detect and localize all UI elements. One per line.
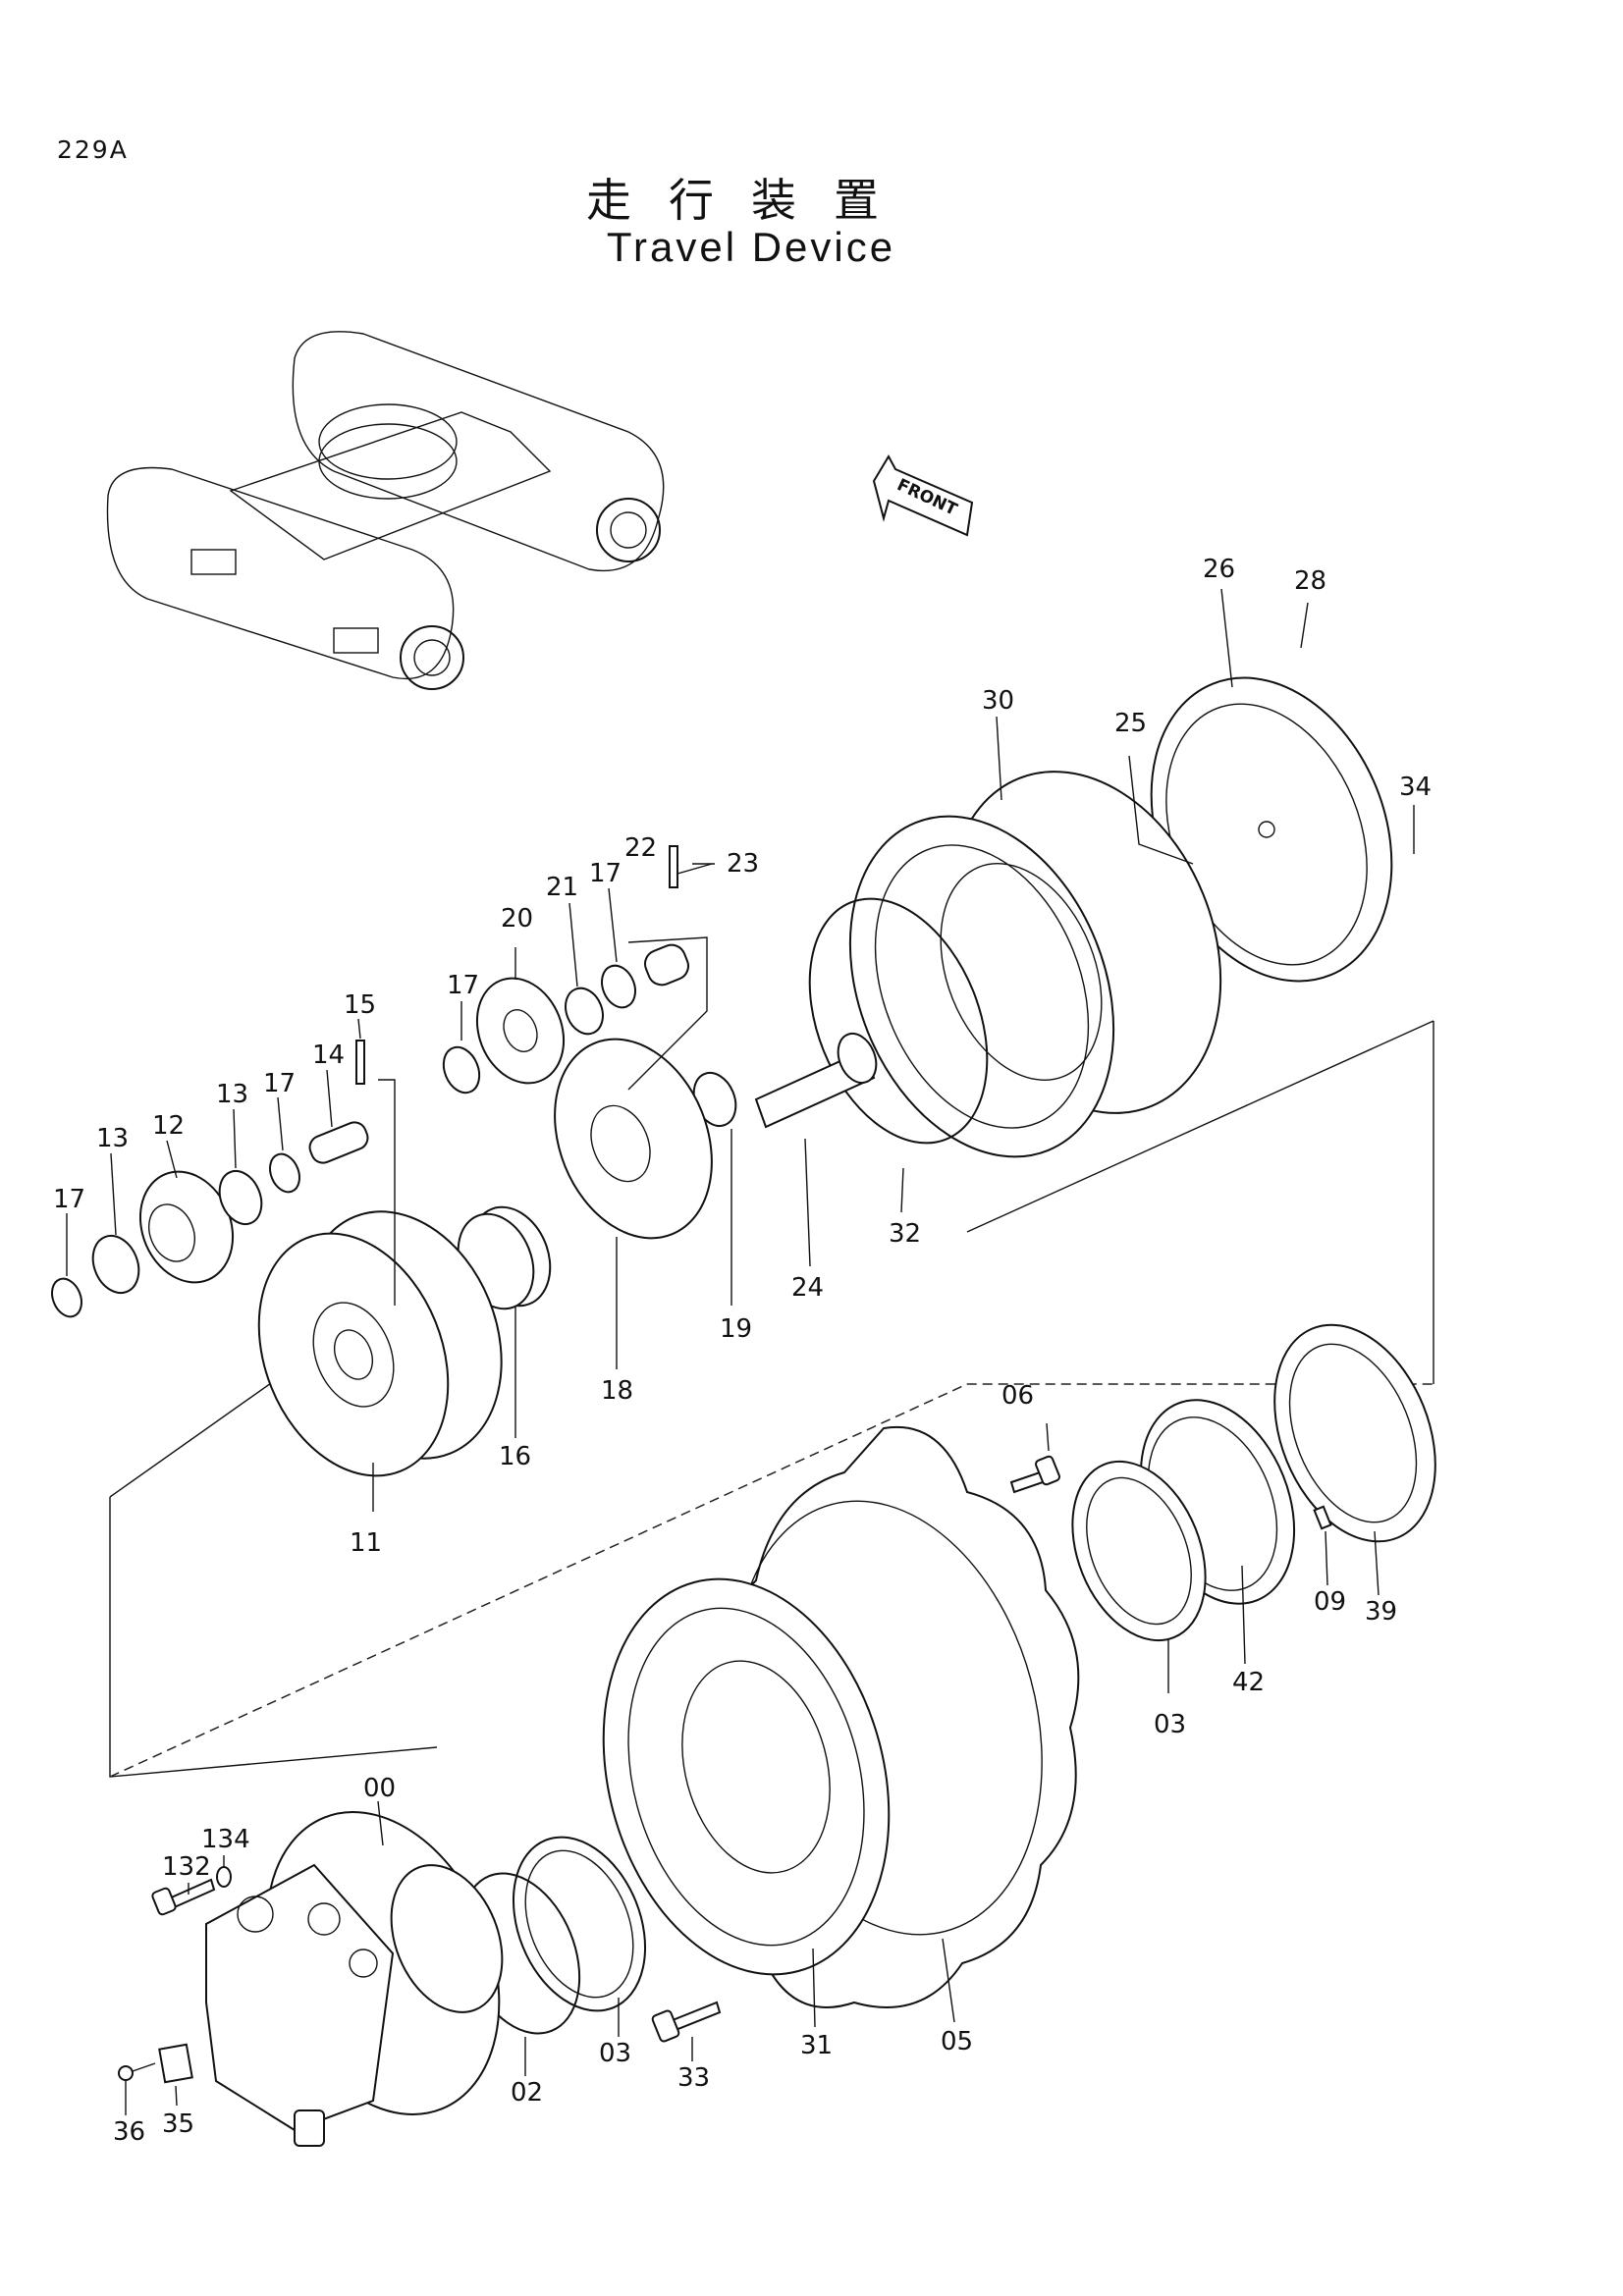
callout-03: 03: [599, 2039, 631, 2068]
callout-39: 39: [1365, 1597, 1397, 1627]
planetary-carrier-11: [257, 1210, 503, 1477]
callout-25: 25: [1114, 709, 1147, 738]
callout-20: 20: [501, 904, 533, 934]
bolt-132: [151, 1878, 216, 1916]
washer-134: [216, 1866, 232, 1888]
planetary-carrier-18: [554, 1038, 713, 1240]
callout-03: 03: [1154, 1710, 1186, 1739]
thrust-washer-17: [51, 1277, 82, 1318]
seal-holder-39: [1273, 1323, 1436, 1543]
pin-22: [644, 943, 689, 987]
callout-06: 06: [1001, 1381, 1034, 1411]
callout-11: 11: [350, 1528, 382, 1558]
page-code: 229A: [57, 135, 129, 164]
callout-14: 14: [312, 1041, 345, 1070]
page-title-english: Travel Device: [606, 224, 896, 270]
callout-21: 21: [546, 873, 578, 902]
propeller-shaft: [754, 1032, 878, 1129]
callout-23: 23: [727, 849, 759, 879]
callout-36: 36: [113, 2117, 145, 2147]
travel-motor-00: [205, 1811, 504, 2147]
screw-36: [118, 2062, 156, 2081]
o-ring-32: [808, 897, 989, 1145]
callout-00: 00: [363, 1774, 396, 1803]
callout-19: 19: [720, 1314, 752, 1344]
front-direction-arrow: FRONT: [872, 454, 974, 537]
callout-13: 13: [216, 1080, 248, 1109]
callout-13: 13: [96, 1124, 129, 1153]
callout-05: 05: [941, 2027, 973, 2056]
bolt-06: [1009, 1455, 1061, 1494]
callout-02: 02: [511, 2078, 543, 2108]
callout-17: 17: [447, 971, 479, 1000]
callout-17: 17: [589, 859, 622, 888]
callout-22: 22: [624, 833, 657, 863]
needle-bearing-21: [565, 987, 604, 1036]
callout-42: 42: [1232, 1668, 1265, 1697]
callout-33: 33: [677, 2063, 710, 2093]
callout-32: 32: [889, 1219, 921, 1249]
undercarriage-overview-sketch: [106, 331, 665, 690]
callout-28: 28: [1294, 566, 1326, 596]
plate-35: [158, 2043, 193, 2084]
callout-26: 26: [1203, 555, 1235, 584]
callout-18: 18: [601, 1376, 633, 1406]
callout-09: 09: [1314, 1587, 1346, 1617]
planetary-gear-20: [475, 977, 566, 1085]
callout-labels: 00 02 03 03 05 06 09 11 12 13 13 14 15 1…: [53, 555, 1432, 2147]
hub-flange-31: [602, 1577, 891, 1976]
callout-16: 16: [499, 1442, 531, 1471]
thrust-washer-17: [442, 1045, 481, 1095]
thrust-washer-17: [269, 1152, 300, 1194]
callout-12: 12: [152, 1111, 185, 1141]
callout-34: 34: [1399, 773, 1432, 802]
pin-09: [1313, 1505, 1332, 1530]
needle-bearing-13: [218, 1169, 263, 1226]
floating-seal-03: [512, 1836, 647, 2012]
callout-24: 24: [791, 1273, 824, 1303]
leader-lines: [66, 588, 1415, 2115]
page-title-japanese: 走行装置: [586, 174, 916, 227]
callout-30: 30: [982, 686, 1014, 716]
ring-gear-hub: [848, 771, 1222, 1158]
callout-35: 35: [162, 2109, 194, 2139]
callout-134: 134: [201, 1825, 250, 1854]
bolt-33: [651, 2001, 722, 2043]
callout-17: 17: [263, 1069, 296, 1098]
front-arrow-label: FRONT: [893, 475, 960, 520]
callout-15: 15: [344, 990, 376, 1020]
floating-seal-03: [1071, 1460, 1207, 1642]
spring-pin-15: [355, 1040, 365, 1085]
callout-17: 17: [53, 1185, 85, 1214]
callout-31: 31: [800, 2031, 833, 2060]
pin-14: [308, 1121, 369, 1164]
needle-bearing-13: [91, 1234, 140, 1295]
callout-132: 132: [162, 1852, 211, 1882]
thrust-washer-17: [601, 964, 636, 1009]
spring-pin-23: [669, 845, 678, 888]
